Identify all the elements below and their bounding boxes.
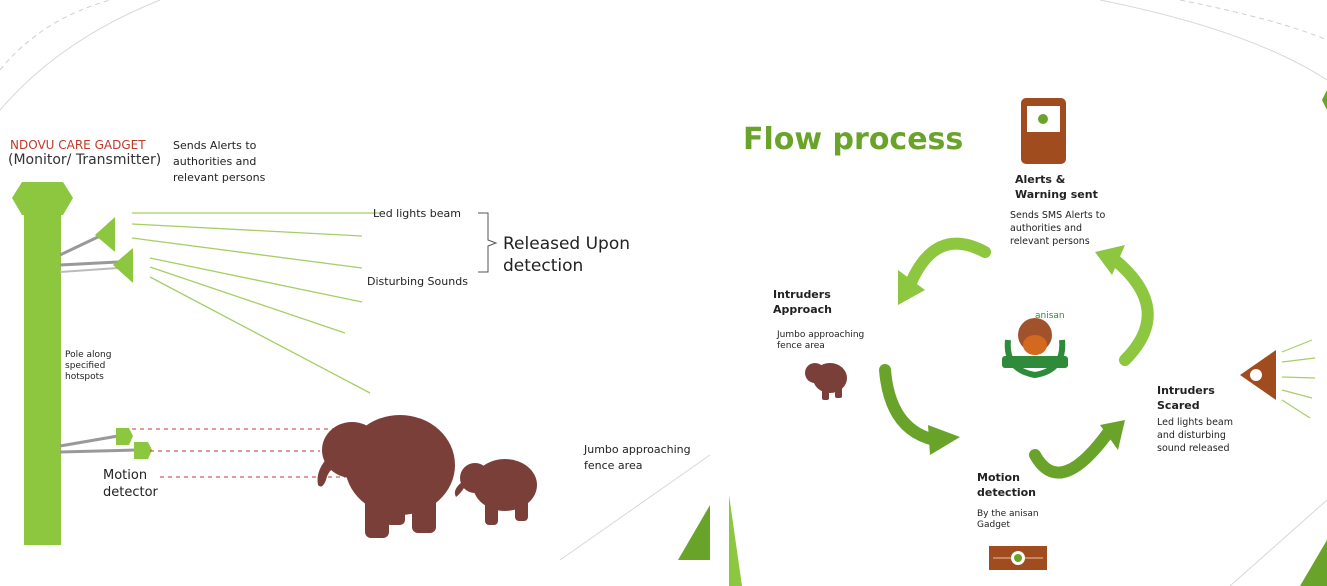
pole-label: Pole along specified hotspots: [65, 350, 112, 382]
released-label: Released Upon detection: [503, 234, 631, 276]
flow-title: Flow process: [743, 122, 964, 157]
gadget-subtitle: (Monitor/ Transmitter): [8, 152, 162, 168]
alerts-description: Sends SMS Alerts to authorities and rele…: [1010, 210, 1106, 247]
elephant-calf: [454, 459, 537, 525]
motion-detection-heading: Motion detection: [977, 471, 1036, 499]
anisan-logo: [1002, 318, 1068, 379]
motion-detector-label: Motion detector: [103, 468, 158, 500]
motion-sensor-2: [134, 442, 152, 459]
disturbing-sounds-label: Disturbing Sounds: [367, 275, 468, 288]
small-elephant-icon: [805, 363, 847, 400]
logo-text: anisan: [1035, 311, 1065, 321]
arrow-head-1: [898, 270, 925, 305]
alerts-heading: Alerts & Warning sent: [1015, 173, 1098, 201]
intruders-scared-description: Led lights beam and disturbing sound rel…: [1157, 417, 1233, 454]
intruders-approach-description: Jumbo approaching fence area: [777, 330, 865, 351]
motion-gadget-icon: [989, 546, 1047, 570]
led-emitter: [95, 217, 115, 252]
arrow-head-3: [928, 425, 960, 455]
pole-cap: [12, 182, 73, 215]
arrow-head-2: [1095, 245, 1125, 275]
arrow-head-4: [1100, 420, 1125, 450]
elephant-adult: [317, 415, 455, 538]
scared-gadget-icon: [1240, 339, 1316, 419]
motion-detection-description: By the anisan Gadget: [977, 509, 1039, 530]
motion-sensor-1: [116, 428, 133, 445]
sound-emitter: [113, 248, 133, 283]
sends-alerts-text: Sends Alerts to authorities and relevant…: [173, 139, 266, 184]
gadget-title: NDOVU CARE GADGET: [10, 138, 146, 152]
intruders-approach-heading: Intruders Approach: [773, 288, 833, 316]
pole: [24, 210, 61, 545]
intruders-scared-heading: Intruders Scared: [1157, 384, 1215, 412]
led-beam-label: Led lights beam: [373, 207, 461, 220]
jumbo-label-left: Jumbo approaching fence area: [584, 443, 691, 472]
phone-icon: [1021, 98, 1066, 164]
